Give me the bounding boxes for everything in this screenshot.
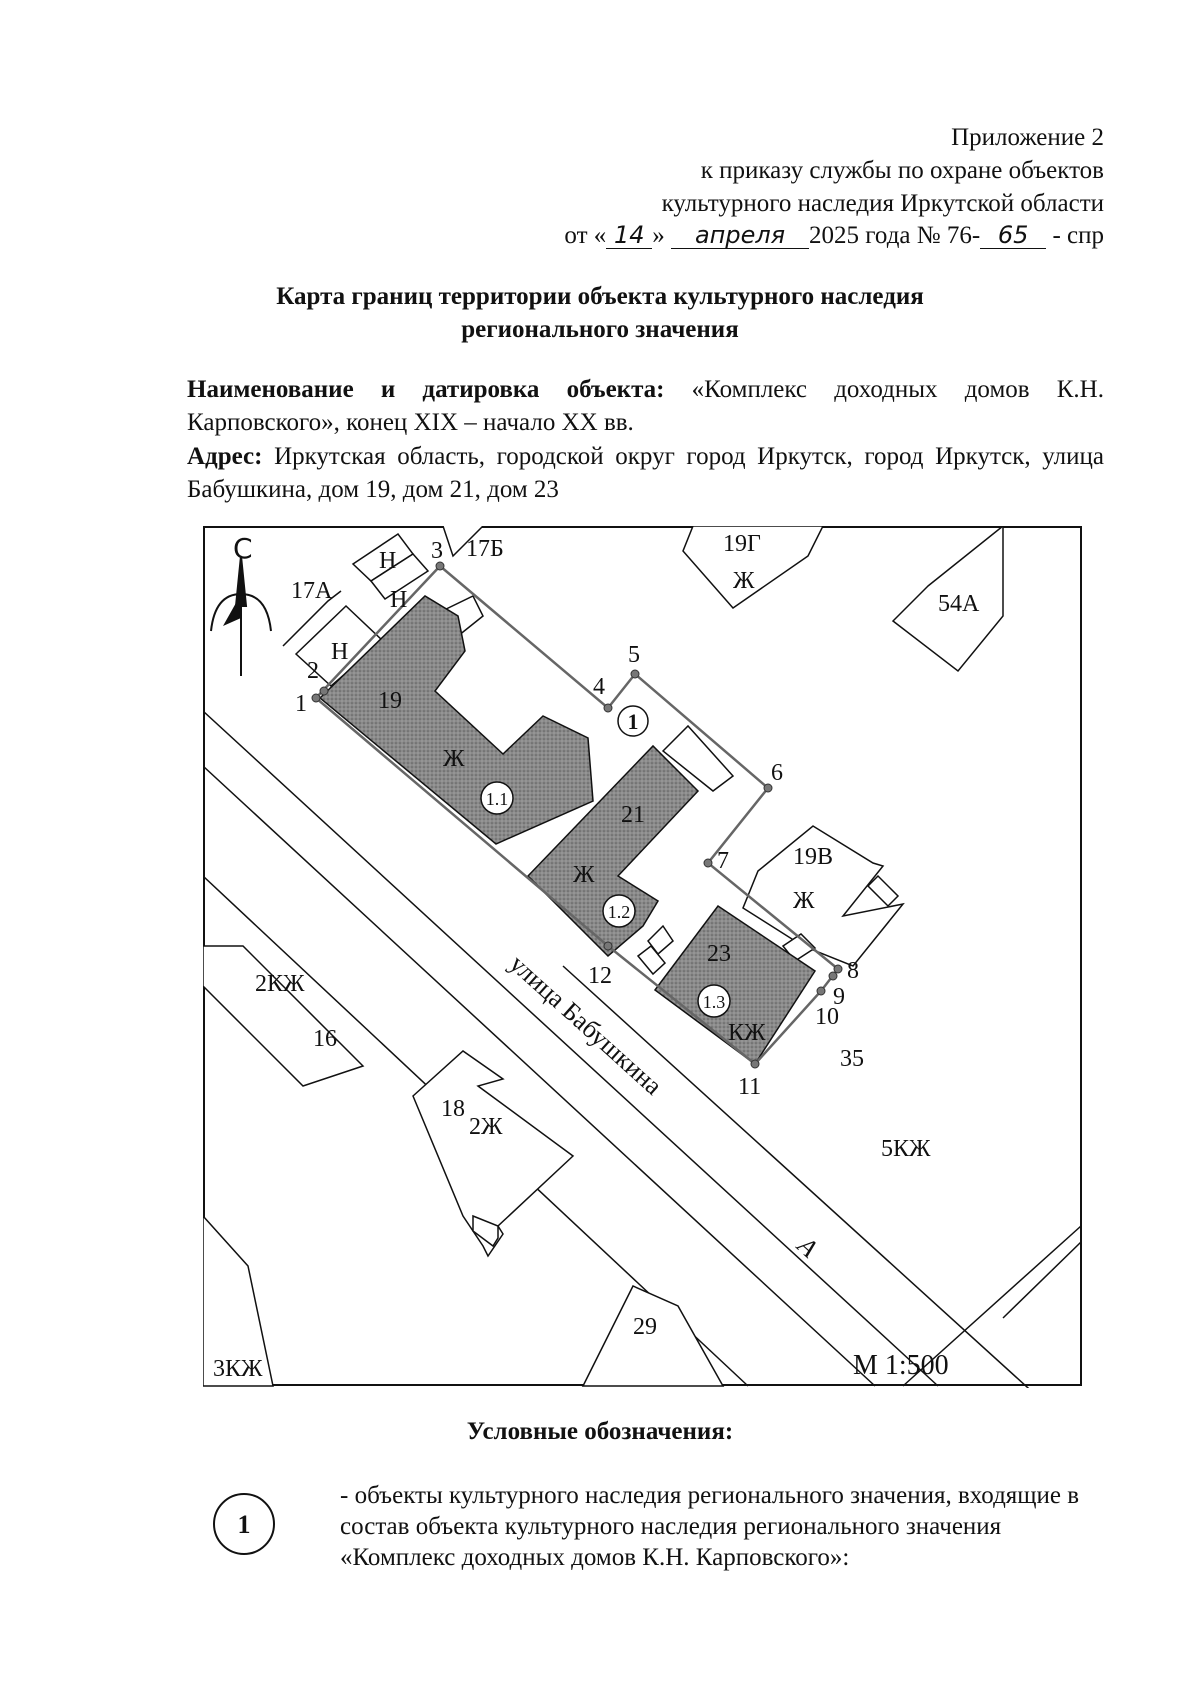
year-text: 2025 года № 76- (809, 222, 981, 249)
label-29: 29 (633, 1314, 657, 1340)
point-2: 2 (307, 658, 319, 684)
order-line: к приказу службы по охране объектов (700, 157, 1104, 184)
label-5kzh: 5КЖ (881, 1136, 931, 1162)
heritage-building-23 (653, 904, 817, 1066)
parcel-5kzh-edge (1002, 1241, 1082, 1319)
object-1-3-circle (697, 984, 731, 1018)
north-label: С (233, 532, 253, 565)
outline-buildings (203, 526, 1004, 1387)
point-1: 1 (295, 691, 307, 717)
building-n-2 (369, 553, 430, 601)
object-name-label: Наименование и датировка объекта: (187, 376, 665, 403)
point-4: 4 (593, 674, 605, 700)
legend-description: - объекты культурного наследия региональ… (340, 1482, 1080, 1571)
parcel-17a (282, 590, 342, 647)
territory-number: 1 (628, 709, 639, 734)
date-mid: » (652, 222, 665, 249)
territory-number-circle (617, 705, 649, 737)
handwritten-day: 14 (606, 222, 653, 249)
legend-symbol: 1 (238, 1510, 251, 1539)
building-3kzh (203, 1214, 274, 1387)
point-9: 9 (833, 984, 845, 1010)
building-2kzh (203, 945, 365, 1087)
point-12: 12 (588, 963, 612, 989)
label-2zh: 2Ж (469, 1114, 503, 1140)
label-19v-type: Ж (793, 888, 815, 914)
north-arrow-icon (210, 555, 272, 676)
point-10: 10 (815, 1004, 839, 1030)
point-3: 3 (431, 538, 443, 564)
label-2kzh: 2КЖ (255, 971, 305, 997)
label-16: 16 (313, 1026, 337, 1052)
label-19g: 19Г (723, 531, 761, 557)
point-11: 11 (738, 1074, 761, 1100)
point-8: 8 (847, 958, 859, 984)
object-1-1-label: 1.1 (486, 789, 509, 809)
legend-title: Условные обозначения: (466, 1418, 734, 1445)
legend-circle-icon: 1 (213, 1493, 275, 1555)
object-1-2-label: 1.2 (608, 902, 631, 922)
building-23-porch-3 (647, 924, 674, 956)
label-17b: 17Б (466, 536, 504, 562)
appendix-line: Приложение 2 (951, 124, 1104, 151)
label-17a: 17А (291, 578, 333, 604)
street-name: улица Бабушкина (504, 949, 668, 1101)
building-19-number: 19 (378, 688, 402, 714)
building-2zh-wing (472, 1214, 499, 1248)
building-21-porch (636, 944, 667, 976)
order-suffix: - спр (1052, 222, 1104, 249)
boundary-points (311, 561, 843, 1069)
handwritten-number: 65 (980, 222, 1047, 249)
address-value: Иркутская область, городской округ город… (187, 443, 1105, 503)
date-prefix: от « (564, 222, 607, 249)
point-6: 6 (771, 760, 783, 786)
building-21-type: Ж (573, 862, 595, 888)
building-54a (891, 526, 1004, 673)
object-1-1-circle (480, 781, 514, 815)
address-label: Адрес: (187, 443, 263, 470)
building-23-number: 23 (707, 941, 731, 967)
heritage-building-19 (318, 595, 594, 845)
building-21-number: 21 (621, 802, 645, 828)
label-18: 18 (441, 1096, 465, 1122)
parcel-35-edge (902, 1225, 1082, 1387)
building-29 (581, 1285, 725, 1387)
object-1-2-circle (602, 894, 636, 928)
building-23-type: КЖ (728, 1020, 766, 1046)
label-19g-type: Ж (733, 568, 755, 594)
street-marker: А (790, 1230, 823, 1264)
address-paragraph: Адрес: Иркутская область, городской окру… (187, 440, 1104, 506)
boundary-map: С 1 1.1 1.2 1.3 19 Ж 21 Ж 23 КЖ 17Б 17А … (203, 526, 1082, 1388)
label-3kzh: 3КЖ (213, 1356, 263, 1382)
point-7: 7 (717, 848, 729, 874)
title-line-2: регионального значения (461, 316, 739, 343)
agency-line: культурного наследия Иркутской области (661, 190, 1104, 217)
label-19v: 19В (793, 844, 833, 870)
label-n-1: Н (379, 548, 396, 574)
building-21-annex (661, 724, 735, 792)
title-line-1: Карта границ территории объекта культурн… (276, 283, 924, 310)
parcel-17b (442, 526, 484, 558)
map-scale: М 1:500 (853, 1350, 949, 1381)
building-19g (682, 526, 824, 609)
object-1-3-label: 1.3 (703, 992, 726, 1012)
page-title: Карта границ территории объекта культурн… (0, 280, 1200, 346)
object-name-paragraph: Наименование и датировка объекта: «Компл… (187, 373, 1104, 439)
object-name-value: «Комплекс доходных домов К.Н. Карповског… (187, 376, 1104, 436)
point-5: 5 (628, 642, 640, 668)
label-35: 35 (840, 1046, 864, 1072)
label-n-3: Н (331, 639, 348, 665)
label-n-2: Н (390, 587, 407, 613)
building-19-type: Ж (443, 746, 465, 772)
building-19v-wing (866, 874, 900, 908)
handwritten-month: апреля (671, 222, 810, 249)
building-19v (742, 825, 905, 967)
label-54a: 54А (938, 591, 980, 617)
